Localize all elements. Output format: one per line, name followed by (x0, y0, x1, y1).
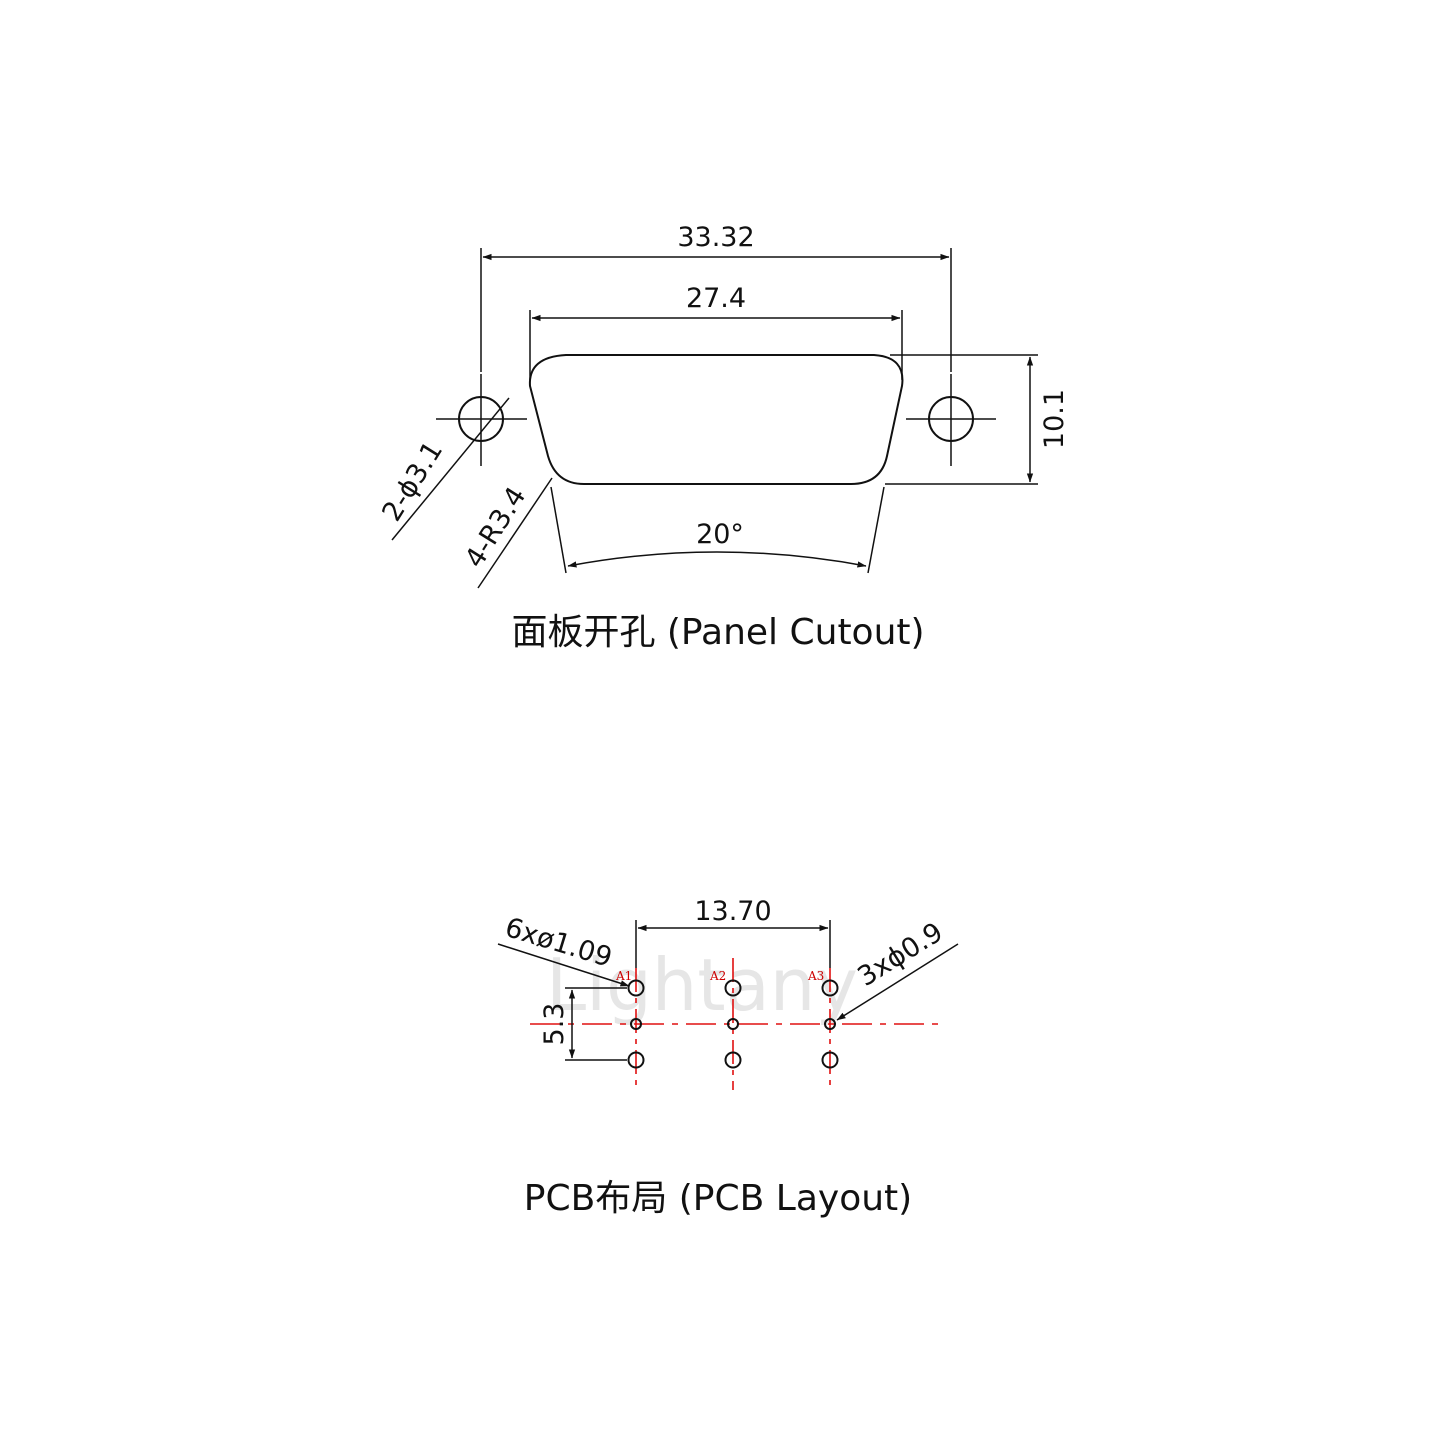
dim-total-width: 33.32 (480, 222, 952, 372)
pcb-hole (821, 979, 839, 997)
pcb-hole-small (824, 1018, 836, 1030)
panel-cutout-view: 33.32 27.4 10.1 2-ϕ3.1 4-R3.4 (376, 222, 1070, 653)
pcb-layout-caption: PCB布局 (PCB Layout) (524, 1178, 912, 1219)
dim-corner-radius-label: 4-R3.4 (459, 482, 532, 574)
pcb-hole-small (727, 1018, 739, 1030)
pin-label-a2: A2 (709, 969, 726, 983)
dim-pitch-y-label: 5.3 (539, 1003, 570, 1046)
dsub-opening-outline (528, 354, 904, 485)
dim-height: 10.1 (885, 354, 1070, 485)
pcb-hole (627, 979, 645, 997)
pcb-hole (724, 979, 742, 997)
left-mounting-hole (436, 374, 527, 466)
dim-angle-label: 20° (696, 519, 744, 550)
pcb-hole-small (630, 1018, 642, 1030)
pin-label-a3: A3 (807, 969, 824, 983)
pcb-holes (627, 979, 839, 1069)
pin-label-a1: A1 (615, 969, 632, 983)
dim-angle: 20° (550, 486, 885, 574)
dim-opening-width: 27.4 (529, 283, 903, 380)
dim-total-width-label: 33.32 (677, 222, 754, 253)
watermark-text: Lightany (546, 943, 858, 1027)
pcb-hole (821, 1051, 839, 1069)
dim-mount-holes-label: 2-ϕ3.1 (376, 436, 449, 527)
pcb-hole (627, 1051, 645, 1069)
dim-opening-width-label: 27.4 (686, 283, 746, 314)
dim-pitch-x: 13.70 (635, 896, 831, 968)
panel-cutout-caption: 面板开孔 (Panel Cutout) (511, 612, 924, 653)
dim-corner-radius: 4-R3.4 (459, 477, 553, 589)
dim-pitch-y: 5.3 (539, 987, 627, 1061)
dim-pitch-x-label: 13.70 (694, 896, 771, 927)
dim-height-label: 10.1 (1039, 389, 1070, 449)
dim-holes-small-label: 3xϕ0.9 (852, 917, 948, 993)
pcb-hole (724, 1051, 742, 1069)
pcb-layout-view: Lightany A1 A2 A3 13. (497, 896, 959, 1219)
right-mounting-hole (906, 374, 996, 466)
